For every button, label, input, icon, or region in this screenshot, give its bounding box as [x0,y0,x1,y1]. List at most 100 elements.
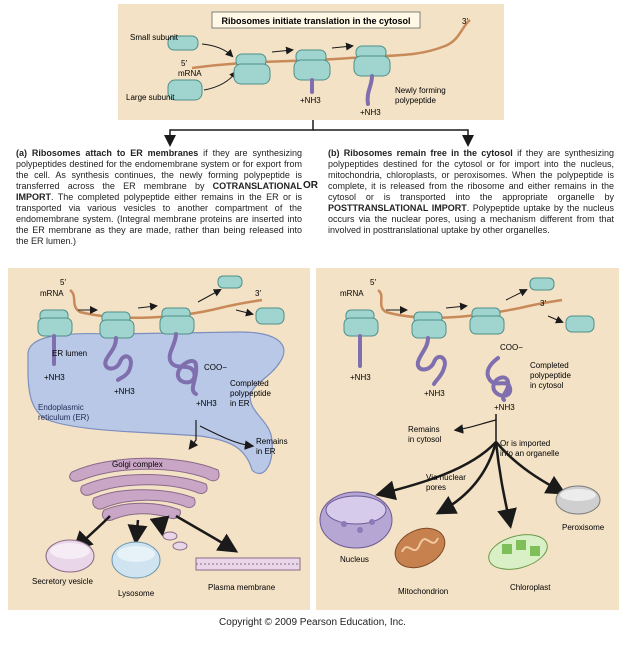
to-lysosome-arrow [127,519,148,545]
panel-b-ribosome-3 [469,307,505,335]
caption-a-text1: if they are synthesizing polypeptides de… [16,148,302,191]
peroxisome [555,485,601,515]
transport-vesicle-1 [162,531,178,541]
secretory-vesicle-label: Secretory vesicle [32,577,93,586]
to-nucleus-arrow [375,441,497,501]
caption-a: (a) Ribosomes attach to ER membranes if … [16,148,302,247]
er-membrane [27,331,285,475]
chloroplast-label: Chloroplast [510,583,551,592]
panel-b-nh3-3: +NH3 [494,403,515,412]
remains-cytosol-arrow [453,419,497,434]
panel-a-3prime: 3′ [255,289,261,298]
panel-a-ribosome-3 [159,307,195,335]
caption-a-bold: COTRANSLATIONAL IMPORT [16,181,302,202]
panel-b-release-arrow-2 [547,315,564,324]
caption-a-heading: (a) Ribosomes attach to ER membranes [16,148,199,158]
small-subunit-arrow [201,43,234,58]
large-subunit-label: Large subunit [126,93,175,102]
peroxisome-label: Peroxisome [562,523,605,532]
top-3prime: 3′ [462,17,468,26]
panel-a-polypeptide-2 [103,336,133,382]
caption-b-text1: if they are synthesizing polypeptides de… [328,148,614,202]
caption-b-heading: (b) Ribosomes remain free in the cytosol [328,148,513,158]
mitochondrion [394,527,446,569]
caption-b-text2: . Polypeptide uptake by the nucleus occu… [328,203,614,235]
caption-b: (b) Ribosomes remain free in the cytosol… [328,148,614,236]
top-5prime: 5′ [181,59,187,68]
lysosome-label: Lysosome [118,589,155,598]
golgi-label: Golgi complex [112,460,163,469]
panel-a-ribosome-1 [37,309,73,337]
panel-a-coo: COO− [204,363,227,372]
panel-a-nh3-2: +NH3 [114,387,135,396]
panel-a-nh3-3: +NH3 [196,399,217,408]
panel-b-free-large-subunit [565,315,595,333]
top-ribosome-1 [233,53,271,85]
top-title-box [211,11,421,29]
plasma-membrane [195,557,301,571]
top-ribosome-2 [293,49,331,81]
to-peroxisome-arrow [495,441,567,495]
nucleus [319,491,393,549]
panel-b-mrna-label: mRNA [340,289,364,298]
panel-a-5prime: 5′ [60,278,66,287]
top-step-arrow-1 [271,46,294,55]
panel-a-free-large-subunit [255,307,285,325]
panel-a-to-golgi-arrow [188,420,199,450]
panel-b-mrna [377,289,563,320]
to-plasma-arrow [175,514,239,553]
top-nh3-1: +NH3 [300,96,321,105]
panel-b-ribosome-2 [411,311,447,339]
panel-b-ribosome-1 [343,309,379,337]
top-mrna-label: mRNA [178,69,202,78]
golgi-complex [69,457,220,521]
small-subunit-label: Small subunit [130,33,179,42]
panel-b-5prime: 5′ [370,278,376,287]
small-subunit [167,35,199,51]
panel-a-mrna [69,289,263,320]
panel-b-free-small-subunit [529,277,555,291]
top-ribosome-3 [353,45,391,77]
panel-b-polypeptide-2 [415,336,447,386]
panel-a-release-arrow-1 [197,289,222,303]
transport-vesicle-2 [172,541,188,551]
panel-a-release-arrow-2 [235,308,254,317]
to-vesicle-arrow [149,515,170,537]
plasma-membrane-label: Plasma membrane [208,583,276,592]
panel-a-polypeptide-3 [167,332,199,396]
nucleus-label: Nucleus [340,555,369,564]
panel-b-release-arrow-1 [505,289,528,301]
or-label: OR [303,180,318,191]
branch-arrow-right [313,129,474,147]
panel-b-nh3-2: +NH3 [424,389,445,398]
panel-a-ribosome-2 [99,311,135,339]
caption-a-text2: . The completed polypeptide either remai… [16,192,302,246]
panel-a-free-small-subunit [217,275,243,289]
top-polypeptide-long [365,74,374,106]
panel-b-nh3-1: +NH3 [350,373,371,382]
mitochondrion-label: Mitochondrion [398,587,448,596]
to-mitochondrion-arrow [435,441,498,515]
panel-b-coo: COO− [500,343,523,352]
panel-b-3prime: 3′ [540,299,546,308]
chloroplast [488,534,548,570]
top-nh3-2: +NH3 [360,108,381,117]
panel-a-step-arrow-2 [137,302,158,311]
top-title: Ribosomes initiate translation in the cy… [221,16,410,26]
panel-a-mrna-label: mRNA [40,289,64,298]
to-chloroplast-arrow [494,441,517,529]
panel-b-step-arrow-2 [445,302,468,311]
large-subunit [167,79,203,101]
top-step-arrow-2 [331,42,354,51]
branch-arrow-left [164,120,314,147]
